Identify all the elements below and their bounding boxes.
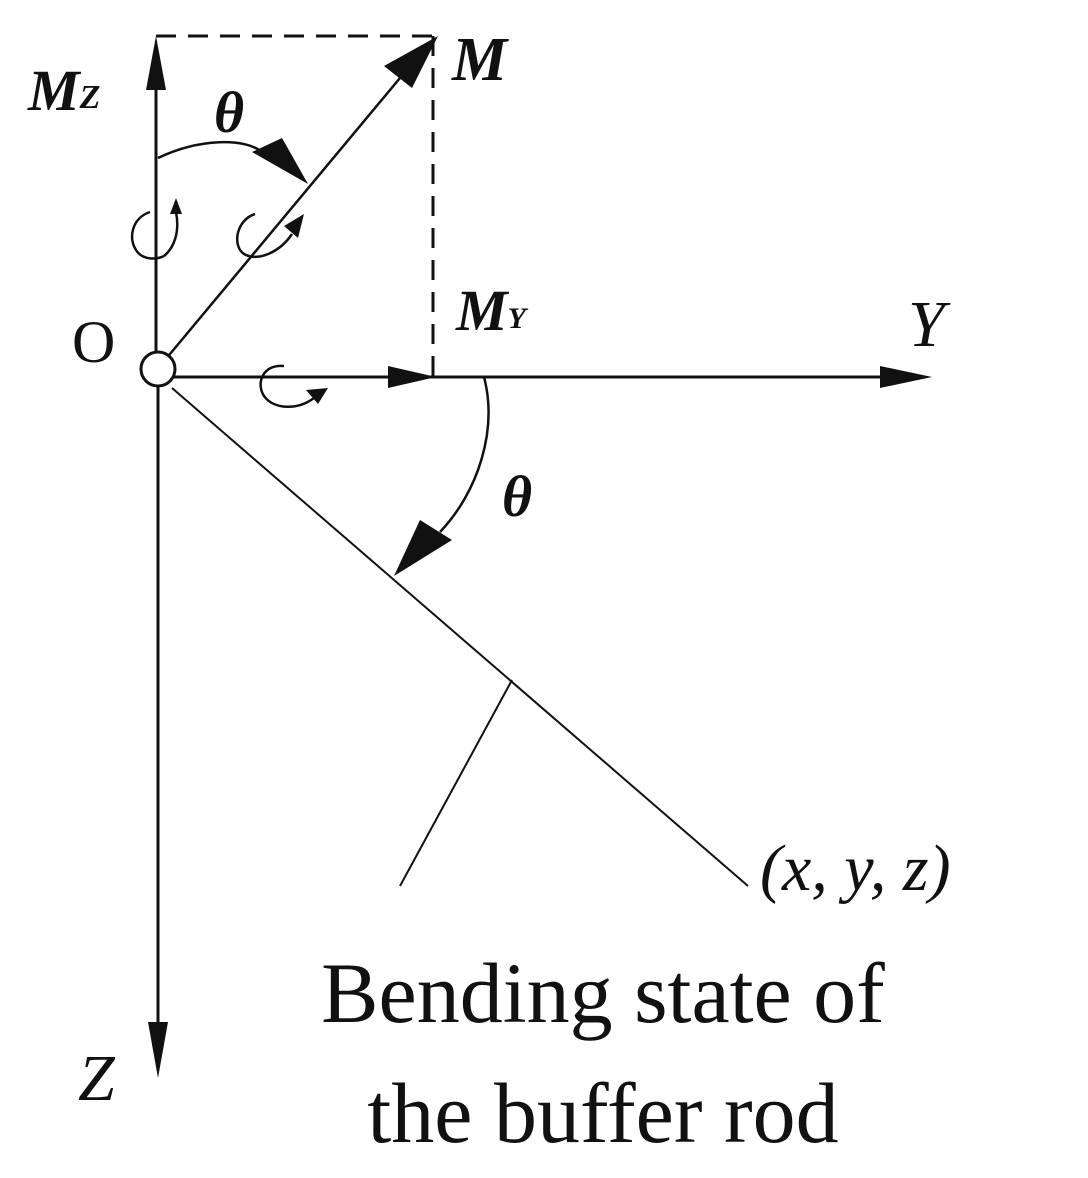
m-label: M [451, 26, 509, 94]
theta-arrowhead-bottom [394, 520, 452, 576]
origin-label: O [72, 309, 115, 375]
rod-line [171, 387, 749, 887]
rod-tick-line [399, 679, 513, 887]
origin-circle [139, 350, 177, 388]
theta-arrowhead-top [252, 138, 308, 184]
my-label: MY [455, 278, 529, 343]
y-axis-arrowhead [880, 366, 932, 388]
theta-arc-top [157, 140, 263, 160]
theta-bottom-label: θ [502, 464, 532, 529]
m-vector-arrowhead [384, 36, 438, 88]
rotation-arrowhead-my [306, 388, 328, 404]
my-vector-arrowhead [388, 366, 436, 388]
mz-label: MZ [27, 58, 100, 123]
mz-axis-arrowhead [146, 36, 166, 90]
rotation-symbol-my [259, 364, 315, 408]
theta-top-label: θ [214, 80, 244, 145]
rotation-arrowhead-mz [170, 198, 182, 214]
caption-line-1: Bending state of [321, 945, 885, 1041]
rotation-symbol-mz [130, 210, 179, 260]
z-axis-arrowhead [148, 1022, 168, 1078]
caption-line-2: the buffer rod [367, 1065, 838, 1161]
theta-arc-bottom [439, 376, 490, 533]
z-axis-label: Z [78, 1042, 116, 1115]
rotation-symbol-m [235, 212, 294, 259]
rotation-arrowhead-m [284, 214, 304, 238]
y-axis-label: Y [908, 288, 951, 361]
point-coordinate-label: (x, y, z) [760, 832, 951, 905]
m-vector-line [159, 71, 406, 367]
